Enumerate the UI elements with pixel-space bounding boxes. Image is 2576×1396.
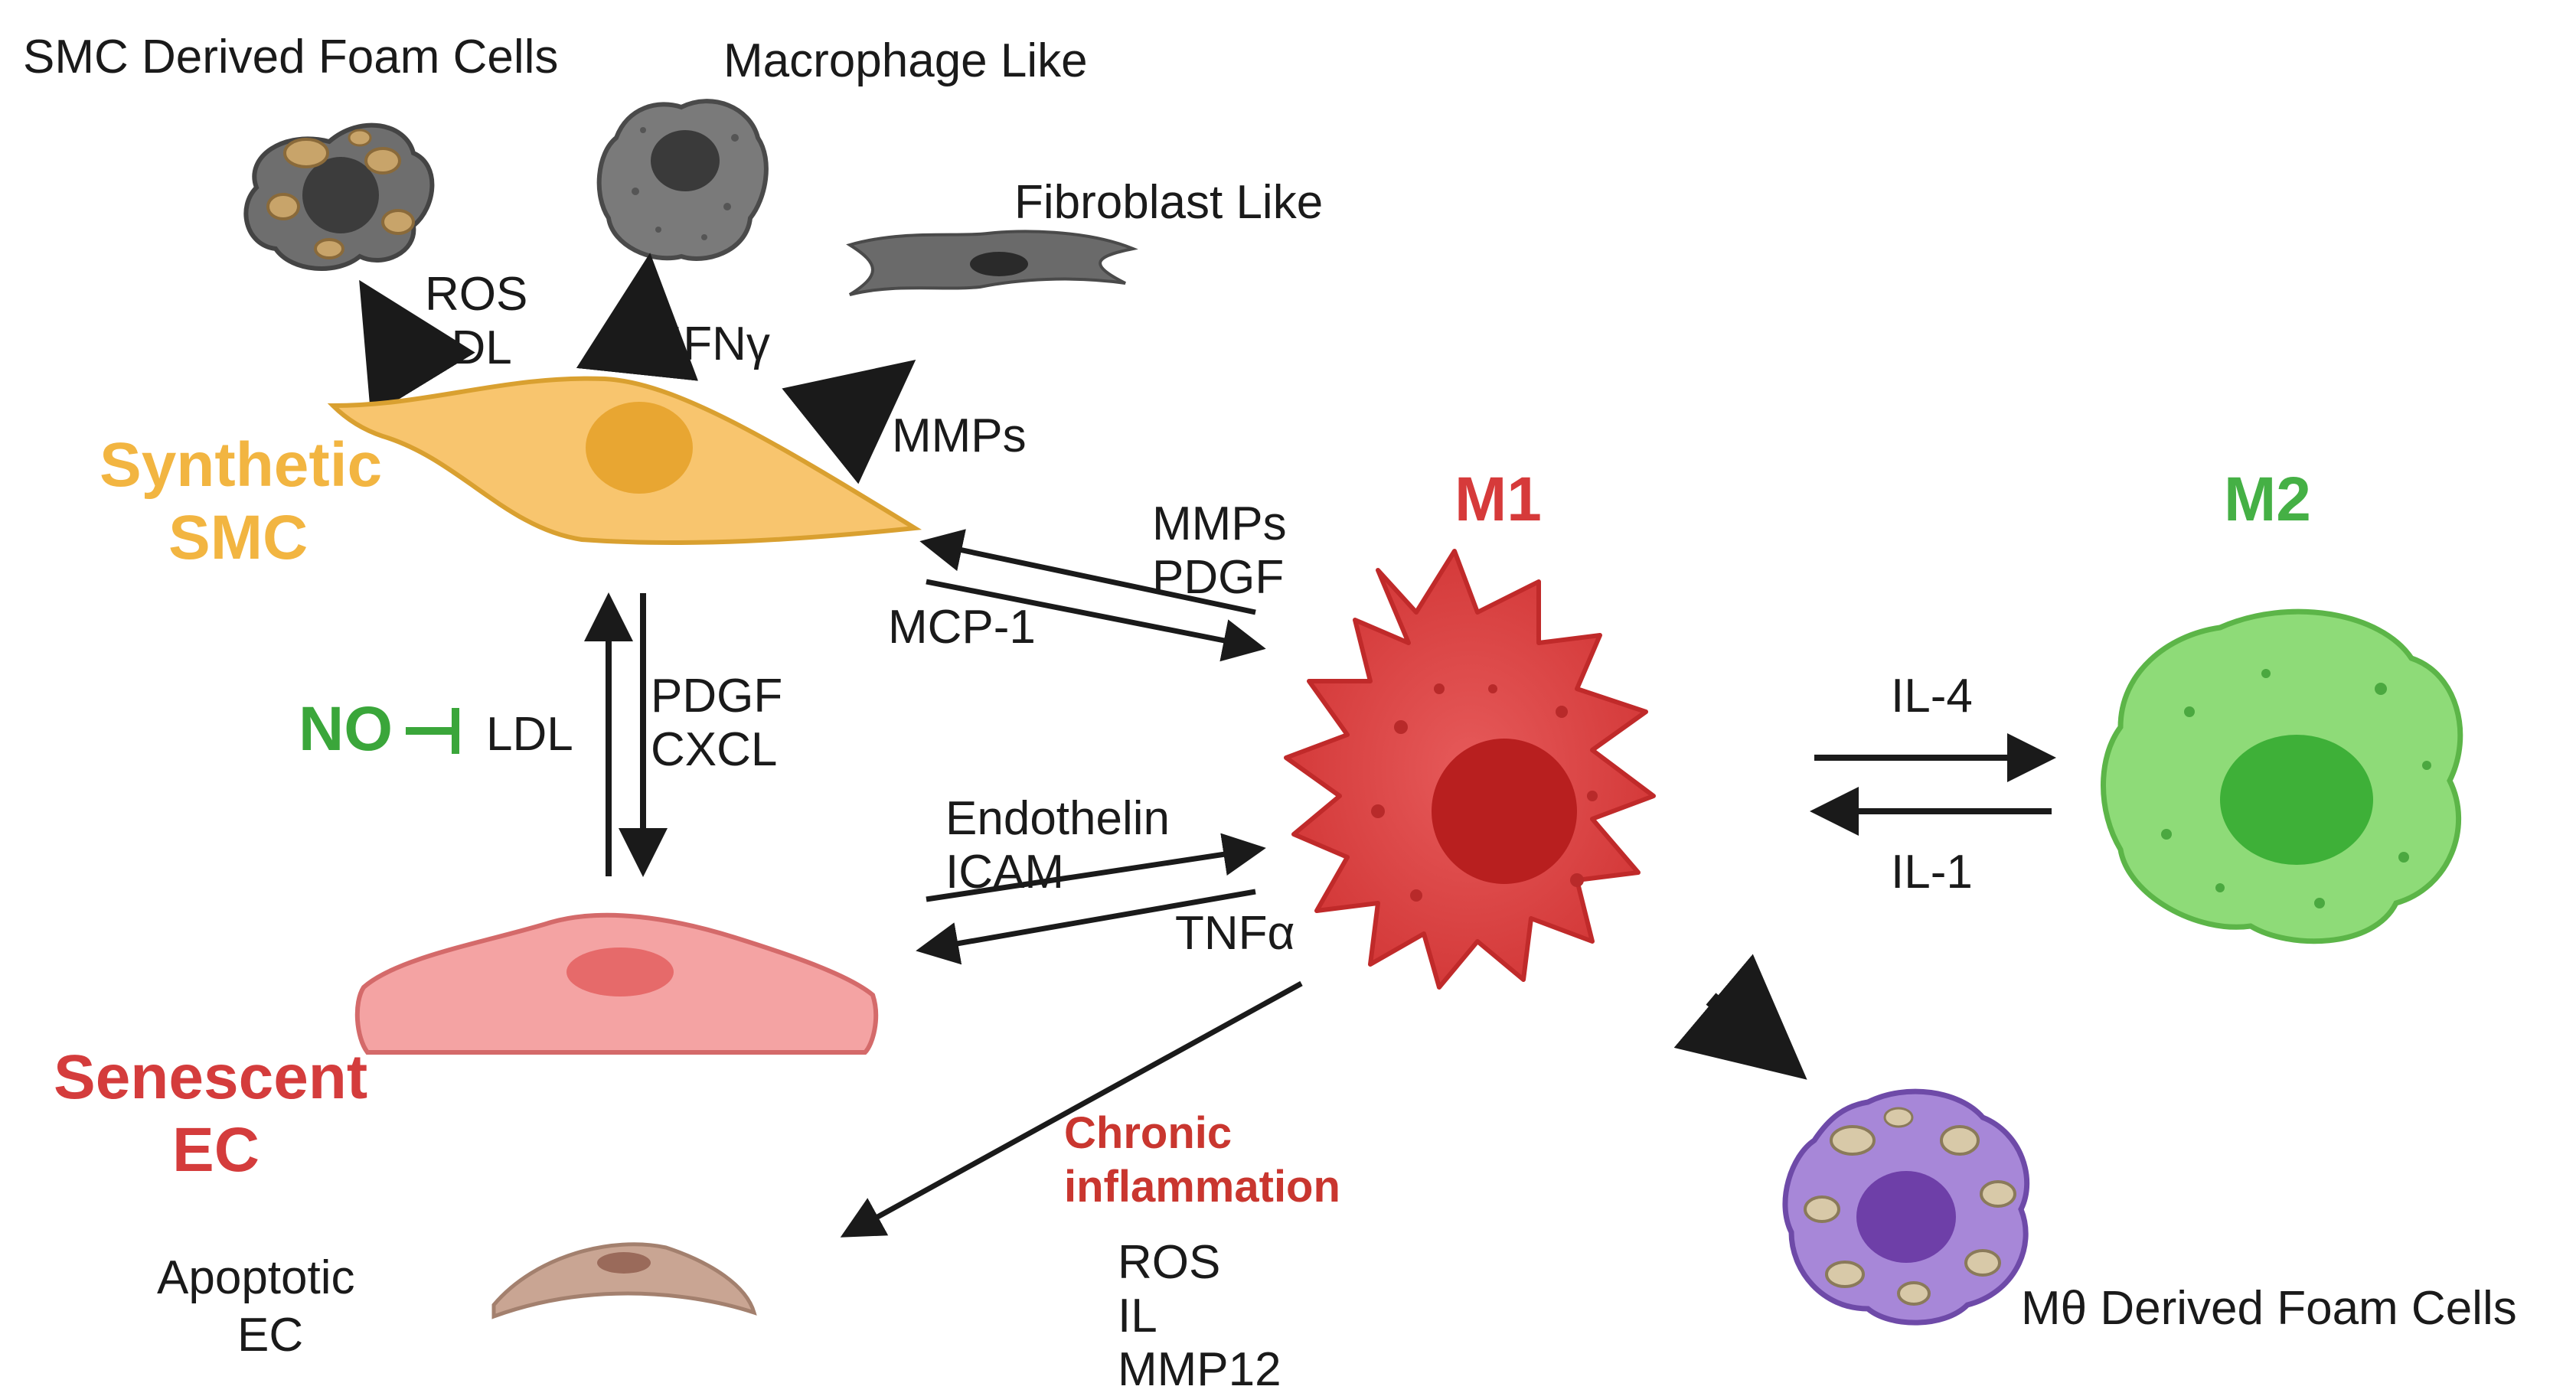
ros2-label: ROS <box>1118 1236 1220 1289</box>
arrow-to-fibroblast-like <box>782 360 916 484</box>
senescent-ec-cell-icon <box>354 912 879 1055</box>
mmps-fibroblast-label: MMPs <box>892 409 1027 462</box>
arrow-to-smc-foam <box>359 279 475 417</box>
il4-label: IL-4 <box>1891 670 1973 722</box>
senescent-ec-label-1: Senescent <box>54 1042 367 1112</box>
endothelin-label: Endothelin <box>945 792 1170 845</box>
ros-label: ROS <box>425 268 527 321</box>
senescent-ec-label-2: EC <box>172 1115 260 1185</box>
cxcl-label: CXCL <box>651 723 777 776</box>
mmps-m1-label: MMPs <box>1152 497 1287 550</box>
arrow-to-macrophage-like <box>576 253 698 381</box>
fibroblast-like-cell-icon <box>846 230 1138 296</box>
pdgf-m1-label: PDGF <box>1152 551 1284 604</box>
m1-label: M1 <box>1455 465 1542 534</box>
icam-label: ICAM <box>945 846 1064 899</box>
chronic-label-2: inflammation <box>1064 1162 1340 1212</box>
synthetic-smc-label-1: Synthetic <box>100 430 382 500</box>
m2-macrophage-icon <box>2101 608 2463 944</box>
smc-foam-cells-label: SMC Derived Foam Cells <box>23 31 558 83</box>
chronic-label-1: Chronic <box>1064 1108 1232 1158</box>
macrophage-like-cell-icon <box>596 99 769 261</box>
smc-foam-cell-icon <box>243 122 435 271</box>
apoptotic-ec-label-2: EC <box>237 1309 303 1362</box>
arrow-m1-to-smc <box>919 529 1256 615</box>
tnfa-label: TNFα <box>1175 907 1295 960</box>
m1-macrophage-icon <box>1284 549 1656 990</box>
synthetic-smc-cell-icon <box>327 376 922 546</box>
fibroblast-like-label: Fibroblast Like <box>1014 176 1323 229</box>
macrophage-like-label: Macrophage Like <box>723 34 1088 87</box>
ifng-label: IFNγ <box>670 318 770 370</box>
synthetic-smc-label-2: SMC <box>168 503 308 572</box>
arrow-m1-to-apoptotic <box>840 980 1303 1238</box>
no-label: NO <box>299 694 393 764</box>
ldl-mid-label: LDL <box>486 708 573 761</box>
pdgf-ec-label: PDGF <box>651 670 782 722</box>
il-label: IL <box>1118 1290 1157 1342</box>
apoptotic-ec-cell-icon <box>491 1242 757 1319</box>
m2-label: M2 <box>2224 465 2311 534</box>
il1-label: IL-1 <box>1891 846 1973 899</box>
arrow-m1-to-ec <box>916 889 1256 965</box>
arrow-smc-to-m1 <box>926 579 1266 662</box>
arrow-m1-to-foam <box>1673 954 1807 1080</box>
mmp12-label: MMP12 <box>1118 1343 1281 1396</box>
apoptotic-ec-label-1: Apoptotic <box>157 1251 355 1304</box>
mcp1-label: MCP-1 <box>888 601 1036 654</box>
arrow-ec-to-m1 <box>926 833 1266 902</box>
macrophage-foam-cells-label: Mθ Derived Foam Cells <box>2021 1282 2517 1335</box>
ldl-top-label: LDL <box>425 321 512 374</box>
macrophage-foam-cell-icon <box>1782 1088 2030 1326</box>
